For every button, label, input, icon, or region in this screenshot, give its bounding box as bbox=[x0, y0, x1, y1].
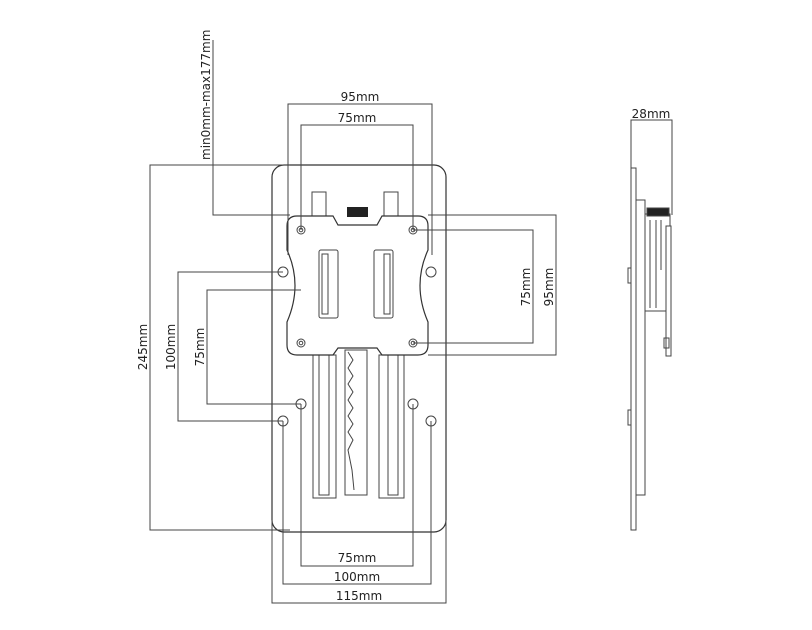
dim-left-100: 100mm bbox=[164, 324, 178, 370]
dim-top-75: 75mm bbox=[338, 111, 377, 125]
dim-left-75: 75mm bbox=[193, 328, 207, 367]
dim-right-75: 75mm bbox=[519, 268, 533, 307]
side-view bbox=[627, 167, 672, 531]
dim-right-95: 95mm bbox=[542, 268, 556, 307]
dim-bottom-115: 115mm bbox=[336, 589, 382, 603]
dim-left-245: 245mm bbox=[136, 324, 150, 370]
dim-bottom-100: 100mm bbox=[334, 570, 380, 584]
dimension-lines bbox=[149, 40, 673, 604]
adjust-knob bbox=[347, 207, 368, 217]
dim-bottom-75: 75mm bbox=[338, 551, 377, 565]
adapter-slots bbox=[318, 249, 394, 319]
dim-side-28: 28mm bbox=[632, 107, 671, 121]
dim-top-95: 95mm bbox=[341, 90, 380, 104]
vesa-adapter-plate bbox=[286, 215, 429, 356]
extension-range-label: min0mm-max177mm bbox=[199, 30, 213, 160]
